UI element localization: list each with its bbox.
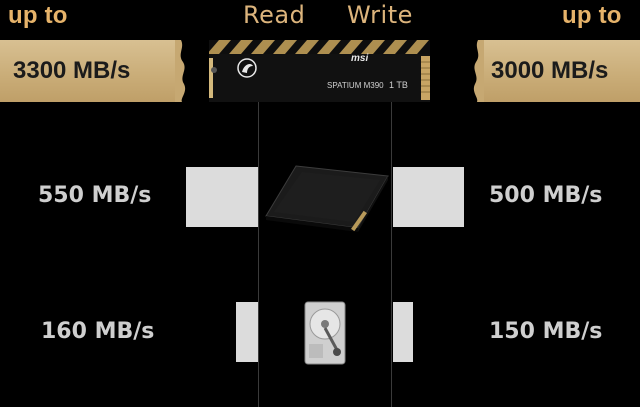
hdd-read-speed: 160 MB/s [41, 319, 155, 344]
hdd-graphic [304, 301, 346, 365]
nvme-brand-label: msi [351, 53, 369, 64]
nvme-model-label: SPATIUM M390 [327, 81, 384, 90]
hdd-read-bar [236, 302, 258, 362]
hdd-image [303, 300, 347, 370]
center-drive-column [258, 102, 392, 407]
nvme-capacity-label: 1 TB [389, 80, 408, 90]
band-right-edge [473, 40, 484, 102]
write-column-label: Write [347, 1, 413, 29]
nvme-read-speed: 3300 MB/s [13, 57, 131, 84]
nvme-ssd-graphic [209, 40, 430, 102]
right-up-to-label: up to [562, 2, 622, 29]
read-column-label: Read [243, 1, 306, 29]
hdd-write-bar [393, 302, 413, 362]
left-up-to-label: up to [8, 2, 68, 29]
sata-ssd-image [262, 162, 390, 236]
nvme-write-speed: 3000 MB/s [491, 57, 609, 84]
sata-ssd-write-speed: 500 MB/s [489, 183, 603, 208]
sata-ssd-write-bar [393, 167, 464, 227]
nvme-write-band [482, 40, 640, 102]
band-left-edge [175, 40, 186, 102]
sata-ssd-graphic [265, 165, 389, 232]
nvme-ssd-image: msi SPATIUM M390 1 TB [209, 40, 430, 102]
sata-ssd-read-bar [186, 167, 258, 227]
nvme-read-band [0, 40, 177, 102]
sata-ssd-read-speed: 550 MB/s [38, 183, 152, 208]
hdd-write-speed: 150 MB/s [489, 319, 603, 344]
